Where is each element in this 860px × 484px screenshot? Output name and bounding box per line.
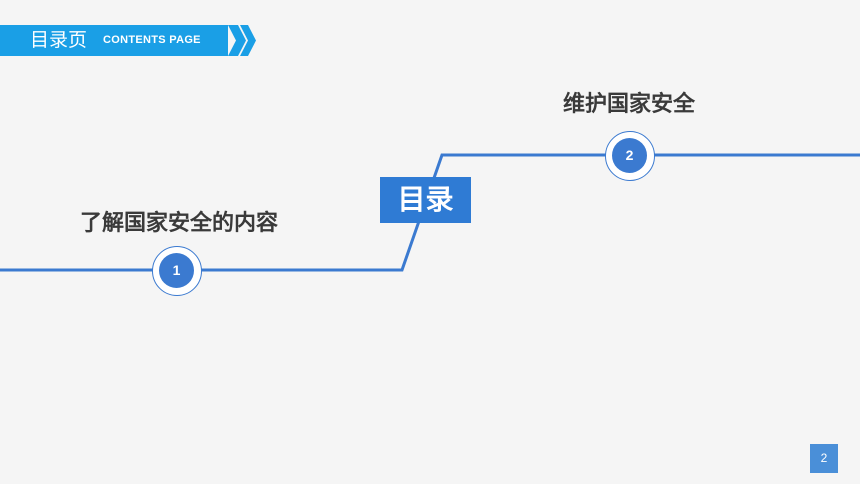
page-number-badge: 2 xyxy=(810,444,838,473)
header-title-cn: 目录页 xyxy=(30,29,88,51)
item-1-number: 1 xyxy=(159,253,194,288)
item-2-number: 2 xyxy=(612,138,647,173)
center-label: 目录 xyxy=(397,183,454,216)
header-title-en: CONTENTS PAGE xyxy=(103,34,201,46)
item-2-title[interactable]: 维护国家安全 xyxy=(563,92,696,117)
center-label-box xyxy=(380,177,471,223)
item-2-marker[interactable]: 2 xyxy=(605,131,655,181)
item-1-marker[interactable]: 1 xyxy=(152,246,202,296)
item-1-title[interactable]: 了解国家安全的内容 xyxy=(80,211,279,236)
chevron-right-icon xyxy=(228,25,256,56)
header-banner xyxy=(0,25,228,56)
